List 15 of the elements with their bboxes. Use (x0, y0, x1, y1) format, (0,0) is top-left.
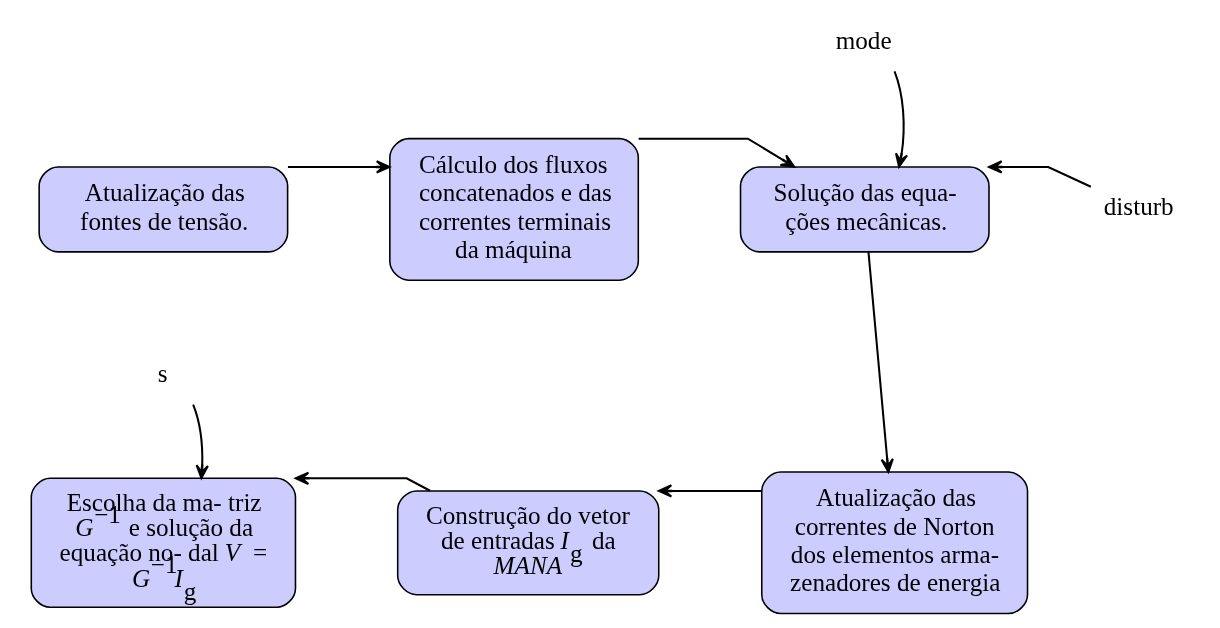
node-box: Atualização das correntes de Norton dos elementos arma- zenadores de energia (760, 471, 1029, 615)
arrow (988, 160, 1092, 188)
arrow (867, 252, 894, 473)
arrow (294, 471, 431, 492)
node-box: Atualização das fontes de tensão. (38, 166, 289, 253)
node-text: s (157, 360, 168, 388)
node-text: mode (835, 26, 892, 54)
node-text: disturb (1103, 193, 1174, 221)
node-box: Solução das equa- ções mecânicas. (739, 166, 990, 253)
arrow (287, 160, 391, 174)
arrow (893, 70, 909, 168)
node-box: Cálculo dos fluxos concatenados e das correntes terminais da máquina (389, 137, 640, 281)
arrow (192, 404, 209, 480)
arrow (638, 137, 796, 168)
arrow (657, 484, 762, 498)
